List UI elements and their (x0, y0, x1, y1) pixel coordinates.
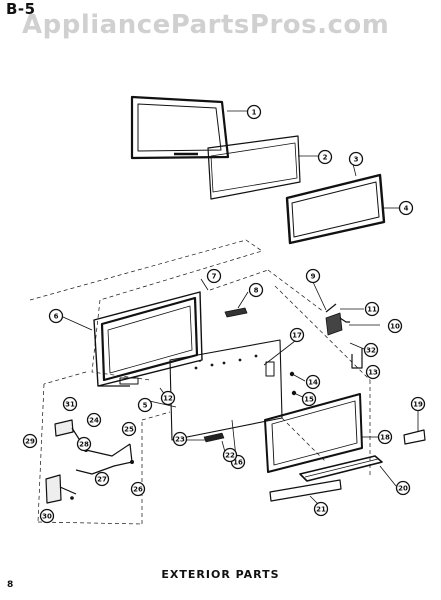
callout-11: 11 (364, 301, 380, 317)
callout-label: 14 (308, 379, 318, 387)
callout-label: 23 (175, 436, 185, 444)
callout-label: 18 (380, 434, 390, 442)
callout-24: 24 (86, 412, 102, 428)
callout-label: 15 (304, 396, 314, 404)
callout-label: 9 (311, 273, 316, 281)
part-8-bracket (224, 307, 248, 318)
part-4-glass-panel (285, 173, 386, 245)
part-21-kick-strip (269, 479, 342, 502)
callout-25: 25 (121, 421, 137, 437)
assembly-leader-lines (29, 239, 371, 525)
callout-1: 1 (246, 104, 262, 120)
part-17-plate (265, 361, 275, 377)
callout-label: 16 (233, 459, 243, 467)
callout-label: 4 (404, 205, 409, 213)
callout-label: 6 (54, 313, 59, 321)
figure-caption: EXTERIOR PARTS (161, 568, 280, 581)
callout-4: 4 (398, 200, 414, 216)
page-number: 8 (7, 580, 14, 590)
fasteners-14-15 (289, 371, 297, 396)
callout-2: 2 (317, 149, 333, 165)
callout-label: 22 (225, 452, 235, 460)
callout-label: 24 (89, 417, 99, 425)
callout-label: 27 (97, 476, 107, 484)
callout-label: 31 (65, 401, 75, 409)
callout-30: 30 (39, 508, 55, 524)
callout-6: 6 (48, 308, 64, 324)
callout-label: 8 (254, 287, 259, 295)
callout-28: 28 (76, 436, 92, 452)
callout-3: 3 (348, 151, 364, 167)
callout-label: 21 (316, 506, 326, 514)
part-13-bracket (351, 348, 363, 369)
callout-12: 12 (160, 390, 176, 406)
section-code: B-5 (6, 0, 36, 18)
watermark-text: AppliancePartsPros.com (22, 10, 390, 40)
callout-label: 10 (390, 323, 400, 331)
callout-label: 7 (212, 273, 217, 281)
callout-26: 26 (130, 481, 146, 497)
callout-15: 15 (301, 391, 317, 407)
left-cable-assembly (45, 419, 135, 504)
callout-label: 11 (367, 306, 377, 314)
callout-label: 12 (163, 395, 173, 403)
callout-label: 26 (133, 486, 143, 494)
part-7-front-frame (93, 291, 203, 387)
callout-29: 29 (22, 433, 38, 449)
callout-9: 9 (305, 268, 321, 284)
callout-10: 10 (387, 318, 403, 334)
callout-21: 21 (313, 501, 329, 517)
part-1-top-frame (130, 95, 230, 160)
part-19-block (403, 429, 426, 445)
callout-27: 27 (94, 471, 110, 487)
callout-32: 32 (363, 342, 379, 358)
callout-5: 5 (137, 397, 153, 413)
callout-13: 13 (365, 364, 381, 380)
callout-7: 7 (206, 268, 222, 284)
callout-label: 17 (292, 332, 302, 340)
callout-label: 2 (323, 154, 328, 162)
callout-label: 30 (42, 513, 52, 521)
callout-label: 20 (398, 485, 408, 493)
callout-label: 3 (354, 156, 359, 164)
callout-17: 17 (289, 327, 305, 343)
callout-label: 29 (25, 438, 35, 446)
part-18-inner-panel (264, 393, 363, 473)
callout-14: 14 (305, 374, 321, 390)
callout-label: 5 (143, 402, 148, 410)
callout-23: 23 (172, 431, 188, 447)
callout-label: 28 (79, 441, 89, 449)
callout-label: 25 (124, 426, 134, 434)
part-9-latch-assembly (325, 303, 350, 336)
callout-leaders (62, 110, 419, 505)
callout-8: 8 (248, 282, 264, 298)
callout-label: 32 (366, 347, 376, 355)
part-2-panel (207, 135, 301, 200)
callout-label: 13 (368, 369, 378, 377)
callout-31: 31 (62, 396, 78, 412)
callout-label: 1 (252, 109, 257, 117)
callout-18: 18 (377, 429, 393, 445)
part-20-bottom-rail (299, 455, 383, 482)
callout-22: 22 (222, 447, 238, 463)
callout-20: 20 (395, 480, 411, 496)
callout-label: 19 (413, 401, 423, 409)
callout-19: 19 (410, 396, 426, 412)
part-22-brush-strip (203, 432, 225, 443)
